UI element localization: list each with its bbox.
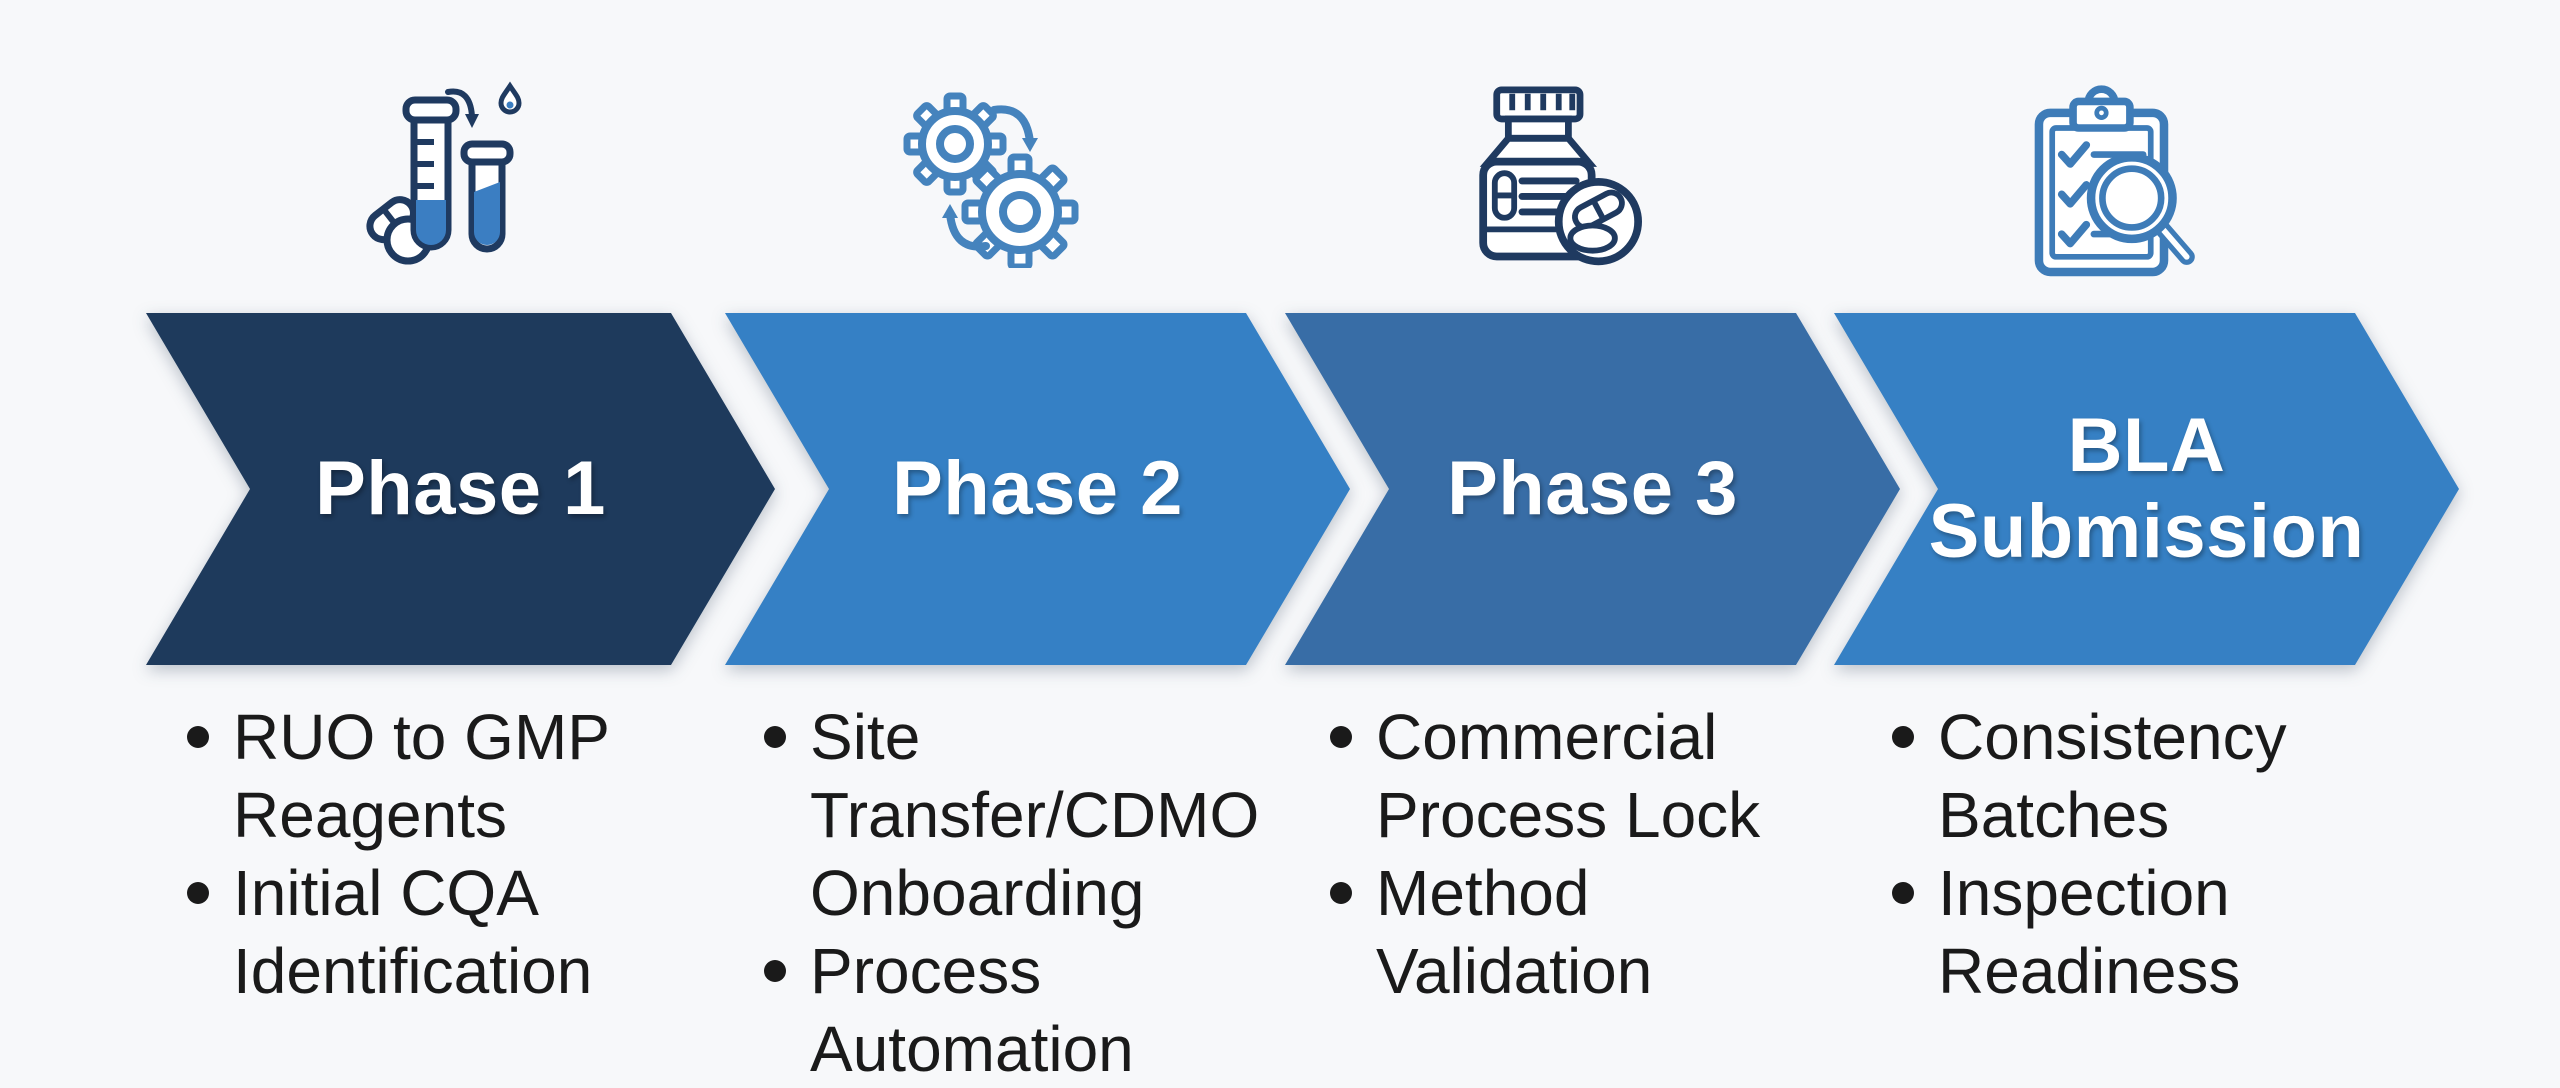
bla-submission-bullet-list: Consistency Batches Inspection Readiness <box>1890 698 2475 1010</box>
bullet-item: Process Automation <box>762 932 1347 1088</box>
bullet-item: Commercial Process Lock <box>1328 698 1913 854</box>
bottle-icon <box>1479 86 1598 261</box>
lab-tubes-pills-icon <box>366 81 522 265</box>
process-flow-infographic: Phase 1 Phase 2 Phase 3 BLA Submission R… <box>0 81 2560 1085</box>
drop-arrow-icon <box>445 88 475 119</box>
phase-1-bullet-list: RUO to GMP Reagents Initial CQA Identifi… <box>185 698 770 1010</box>
phase-1-arrow: Phase 1 <box>146 313 775 665</box>
clipboard-magnifier-icon <box>2034 85 2195 277</box>
bullet-item: Site Transfer/CDMO Onboarding <box>762 698 1347 932</box>
bullet-item: Inspection Readiness <box>1890 854 2475 1010</box>
phase-2-title: Phase 2 <box>892 446 1183 532</box>
capsule-badge-icon <box>1554 178 1642 266</box>
bullet-item: Method Validation <box>1328 854 1913 1010</box>
gears-sync-icon <box>903 92 1079 268</box>
gear-large-icon <box>961 153 1079 268</box>
bullet-item: Initial CQA Identification <box>185 854 770 1010</box>
phase-3-bullet-list: Commercial Process Lock Method Validatio… <box>1328 698 1913 1010</box>
magnifier-icon <box>2086 153 2195 265</box>
test-tube-large-icon <box>402 96 460 251</box>
test-tube-small-icon <box>460 140 514 253</box>
phase-3-arrow: Phase 3 <box>1285 313 1900 665</box>
bullet-item: Consistency Batches <box>1890 698 2475 854</box>
sync-arrows-icon <box>942 105 1038 251</box>
medicine-bottle-icon <box>1479 86 1642 266</box>
bla-submission-arrow: BLA Submission <box>1834 313 2459 665</box>
phase-2-arrow: Phase 2 <box>725 313 1350 665</box>
phase-3-title: Phase 3 <box>1447 446 1738 532</box>
bla-submission-title: BLA Submission <box>1928 403 2365 574</box>
phase-1-title: Phase 1 <box>315 446 606 532</box>
bullet-item: RUO to GMP Reagents <box>185 698 770 854</box>
phase-2-bullet-list: Site Transfer/CDMO Onboarding Process Au… <box>762 698 1347 1088</box>
drop-icon <box>498 81 522 115</box>
